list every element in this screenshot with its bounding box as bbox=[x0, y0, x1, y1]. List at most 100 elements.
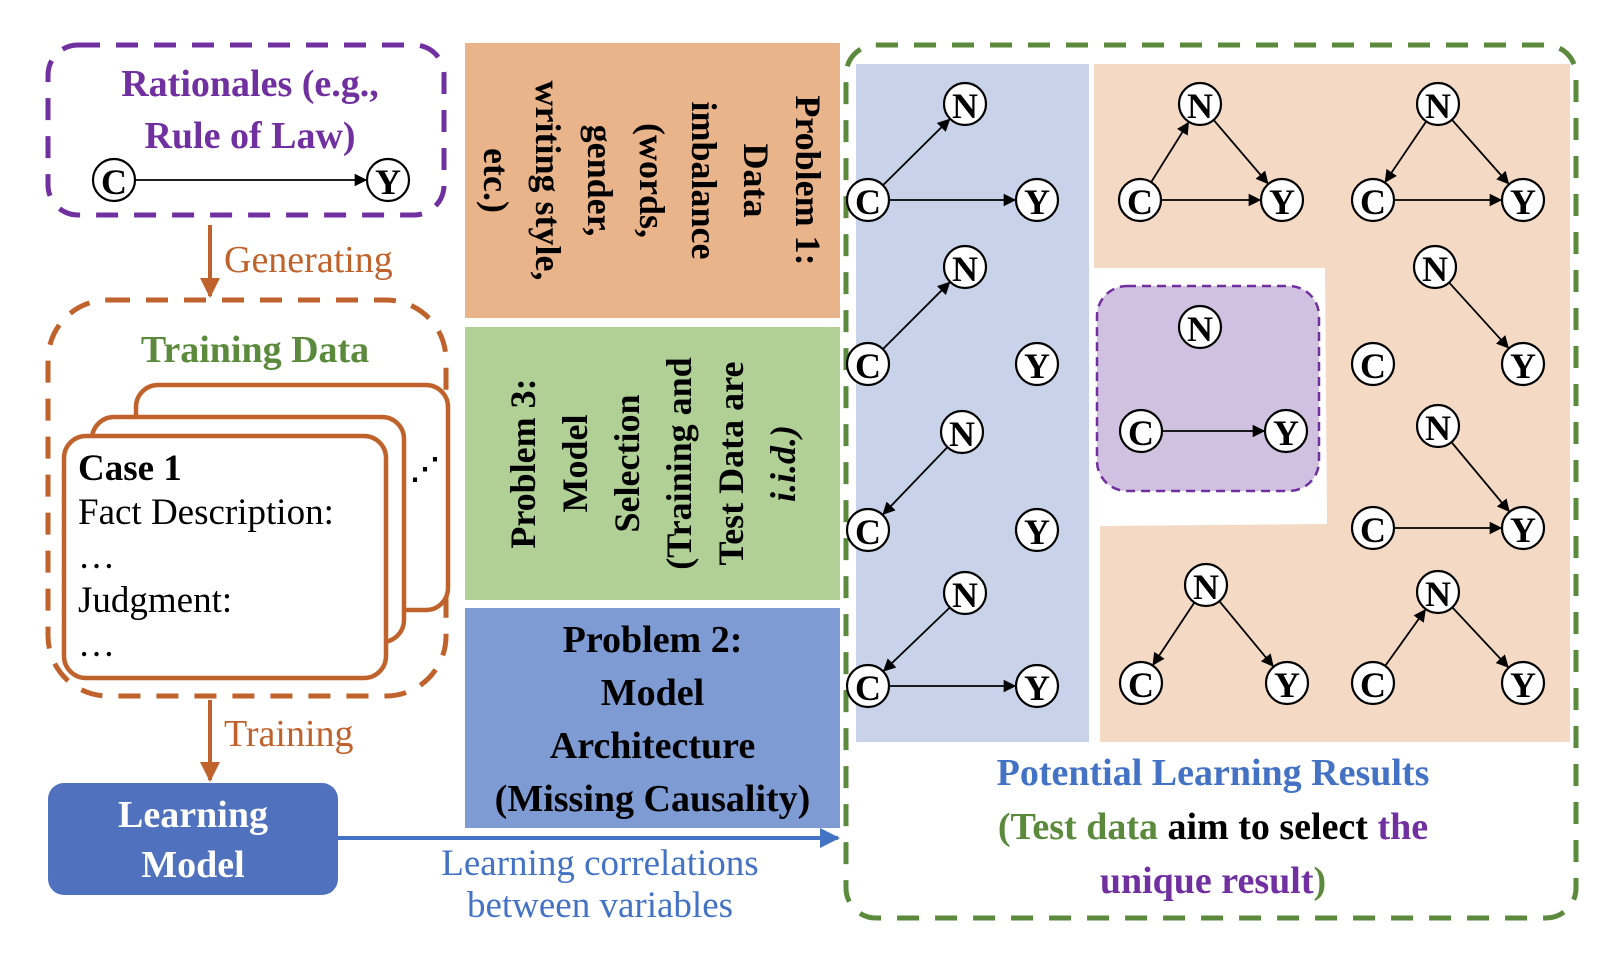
node-y: Y bbox=[1500, 505, 1546, 551]
results-unique-result: unique result bbox=[1099, 860, 1314, 902]
problem3-line: (Training and bbox=[658, 357, 699, 570]
node-circle bbox=[1118, 660, 1164, 706]
learning-model-line1: Learning bbox=[118, 794, 268, 836]
problem1-text: Problem 1: Data imbalance (words, gender… bbox=[465, 43, 840, 318]
node-label: Y bbox=[1024, 182, 1050, 222]
problem1-line: Problem 1: bbox=[788, 95, 829, 266]
node-label: Y bbox=[1510, 182, 1536, 222]
judgment-label: Judgment: bbox=[78, 580, 233, 621]
correlations-label: Learning correlations between variables bbox=[380, 843, 820, 927]
node-n: N bbox=[1415, 569, 1461, 615]
generating-label: Generating bbox=[224, 239, 393, 281]
rationales-title-line2: Rule of Law) bbox=[144, 115, 356, 157]
node-c: C bbox=[1117, 177, 1163, 223]
node-y: Y bbox=[365, 157, 411, 203]
problem2-line: Problem 2: bbox=[562, 619, 743, 661]
node-circle bbox=[1412, 244, 1458, 290]
node-label: Y bbox=[1024, 668, 1050, 708]
causal-graph-blue: N C Y bbox=[845, 81, 1060, 223]
problem1-line: Data bbox=[736, 143, 777, 218]
node-label: Y bbox=[1510, 346, 1536, 386]
fact-ellipsis: … bbox=[78, 536, 115, 577]
node-circle bbox=[1500, 660, 1546, 706]
edge-arrow bbox=[1212, 119, 1269, 185]
node-n: N bbox=[942, 244, 988, 290]
fact-description-label: Fact Description: bbox=[78, 492, 334, 533]
node-circle bbox=[1350, 177, 1396, 223]
node-circle bbox=[1264, 660, 1310, 706]
node-y: Y bbox=[1014, 177, 1060, 223]
node-c: C bbox=[845, 177, 891, 223]
learning-model-label: Learning Model bbox=[48, 790, 338, 890]
problem2-line: Model bbox=[600, 672, 705, 714]
edge-arrow bbox=[1451, 606, 1509, 668]
problem2-text: Problem 2: Model Architecture (Missing C… bbox=[465, 614, 840, 826]
node-n: N bbox=[942, 81, 988, 127]
node-y: Y bbox=[1500, 177, 1546, 223]
node-n: N bbox=[1183, 562, 1229, 608]
node-circle bbox=[942, 570, 988, 616]
results-box bbox=[843, 42, 1579, 921]
problem3-line: Model bbox=[554, 414, 595, 513]
node-label: N bbox=[1187, 86, 1213, 126]
node-label: N bbox=[1425, 86, 1451, 126]
results-test-data: (Test data bbox=[997, 806, 1158, 848]
node-circle bbox=[1415, 403, 1461, 449]
node-n: N bbox=[1177, 304, 1223, 350]
case-title: Case 1 bbox=[78, 448, 182, 489]
node-circle bbox=[1350, 660, 1396, 706]
node-circle bbox=[1259, 177, 1305, 223]
node-y: Y bbox=[1014, 507, 1060, 553]
node-y: Y bbox=[1259, 177, 1305, 223]
training-data-title: Training Data bbox=[140, 329, 370, 371]
edge-arrow bbox=[1450, 441, 1510, 513]
problem3-line: i.i.d.) bbox=[762, 425, 803, 502]
node-c: C bbox=[845, 663, 891, 709]
learning-model-line2: Model bbox=[141, 844, 245, 886]
node-label: Y bbox=[1510, 510, 1536, 550]
node-c: C bbox=[1350, 177, 1396, 223]
edge-arrow bbox=[1152, 602, 1196, 666]
node-n: N bbox=[1415, 403, 1461, 449]
node-circle bbox=[1415, 81, 1461, 127]
node-y: Y bbox=[1500, 660, 1546, 706]
node-label: C bbox=[855, 346, 881, 386]
node-circle bbox=[939, 409, 985, 455]
node-circle bbox=[845, 341, 891, 387]
node-label: C bbox=[1360, 510, 1386, 550]
node-label: N bbox=[1422, 249, 1448, 289]
node-label: C bbox=[855, 182, 881, 222]
case-card-front bbox=[61, 433, 389, 681]
node-circle bbox=[1014, 663, 1060, 709]
blue-panel bbox=[856, 64, 1089, 742]
problem3-box bbox=[465, 327, 840, 600]
node-c: C bbox=[1350, 505, 1396, 551]
node-circle bbox=[1350, 341, 1396, 387]
problem1-box bbox=[465, 43, 840, 318]
results-title: Potential Learning Results bbox=[996, 752, 1430, 794]
node-label: Y bbox=[1024, 512, 1050, 552]
node-circle bbox=[1183, 562, 1229, 608]
node-n: N bbox=[1412, 244, 1458, 290]
node-circle bbox=[845, 177, 891, 223]
results-caption: Potential Learning Results (Test data ai… bbox=[856, 746, 1570, 908]
node-n: N bbox=[1415, 81, 1461, 127]
node-circle bbox=[1014, 341, 1060, 387]
node-circle bbox=[1177, 304, 1223, 350]
node-n: N bbox=[942, 570, 988, 616]
node-y: Y bbox=[1263, 408, 1309, 454]
problem3-line: Selection bbox=[606, 394, 647, 533]
node-circle bbox=[365, 157, 411, 203]
node-label: Y bbox=[375, 162, 401, 202]
node-label: Y bbox=[1274, 665, 1300, 705]
node-label: Y bbox=[1269, 182, 1295, 222]
problem1-line: imbalance bbox=[684, 101, 725, 260]
node-label: N bbox=[1425, 574, 1451, 614]
problem1-line: etc.) bbox=[476, 148, 517, 213]
node-circle bbox=[1500, 177, 1546, 223]
problem1-line: gender, bbox=[580, 124, 621, 237]
training-label: Training bbox=[224, 713, 354, 755]
node-c: C bbox=[1118, 660, 1164, 706]
